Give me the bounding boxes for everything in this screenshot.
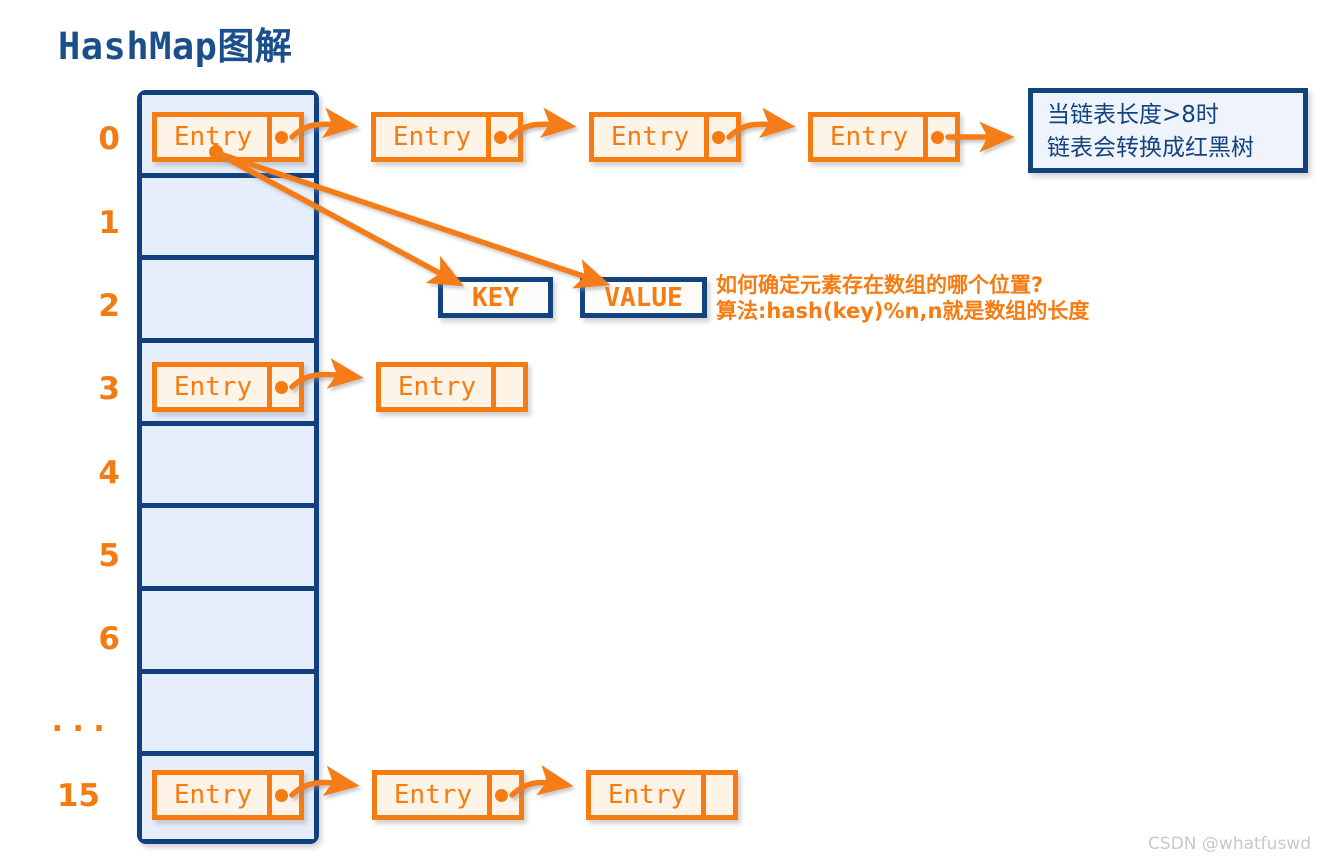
bucket-row-6[interactable] xyxy=(142,591,314,674)
bucket-row-4[interactable] xyxy=(142,425,314,509)
entry-label: Entry xyxy=(173,780,253,810)
bucket-row-5[interactable] xyxy=(142,508,314,591)
row-index-2: 2 xyxy=(98,288,120,324)
entry-pointer-cell xyxy=(923,117,955,157)
entry-pointer-cell xyxy=(486,117,518,157)
entry-box-row15-1[interactable]: Entry xyxy=(372,770,524,820)
entry-label: Entry xyxy=(610,122,690,152)
entry-label: Entry xyxy=(393,780,473,810)
entry-pointer-cell xyxy=(701,775,733,815)
row-index-3: 3 xyxy=(98,371,120,407)
entry-box-row15-0[interactable]: Entry xyxy=(152,770,304,820)
row-index-6: 6 xyxy=(98,621,120,657)
entry-pointer-cell xyxy=(491,367,523,407)
entry-label: Entry xyxy=(607,780,687,810)
entry-box-row0-1[interactable]: Entry xyxy=(371,112,523,162)
entry-box-row0-3[interactable]: Entry xyxy=(808,112,960,162)
entry-pointer-cell xyxy=(267,775,299,815)
row-index-15: 15 xyxy=(56,778,100,814)
watermark: CSDN @whatfuswd xyxy=(1148,834,1311,854)
entry-box-row0-0[interactable]: Entry xyxy=(152,112,304,162)
entry-label: Entry xyxy=(829,122,909,152)
key-box: KEY xyxy=(438,277,553,318)
entry-pointer-cell xyxy=(267,117,299,157)
hash-algorithm-note: 如何确定元素存在数组的哪个位置? 算法:hash(key)%n,n就是数组的长度 xyxy=(716,272,1089,325)
entry-label: Entry xyxy=(173,122,253,152)
entry-label: Entry xyxy=(173,372,253,402)
entry-label: Entry xyxy=(392,122,472,152)
entry-box-row3-1[interactable]: Entry xyxy=(376,362,528,412)
entry-box-row0-2[interactable]: Entry xyxy=(589,112,741,162)
red-black-tree-note: 当链表长度>8时 链表会转换成红黑树 xyxy=(1028,88,1308,173)
bucket-row-ellipsis[interactable] xyxy=(142,673,314,757)
note-line-1: 当链表长度>8时 xyxy=(1047,102,1219,128)
bucket-row-2[interactable] xyxy=(142,260,314,343)
hash-note-line-1: 如何确定元素存在数组的哪个位置? xyxy=(716,273,1044,297)
entry-pointer-cell xyxy=(487,775,519,815)
entry-box-row15-2[interactable]: Entry xyxy=(586,770,738,820)
row-index-4: 4 xyxy=(98,455,120,491)
page-title: HashMap图解 xyxy=(58,25,293,68)
hash-note-line-2: 算法:hash(key)%n,n就是数组的长度 xyxy=(716,299,1090,323)
entry-label: Entry xyxy=(397,372,477,402)
bucket-array-table xyxy=(137,90,319,844)
note-line-2: 链表会转换成红黑树 xyxy=(1047,135,1254,161)
row-index-ellipsis: ... xyxy=(47,700,110,739)
row-index-0: 0 xyxy=(98,121,120,157)
row-index-1: 1 xyxy=(98,205,120,241)
entry-pointer-cell xyxy=(704,117,736,157)
entry-box-row3-0[interactable]: Entry xyxy=(152,362,304,412)
entry-pointer-cell xyxy=(267,367,299,407)
row-index-5: 5 xyxy=(98,538,120,574)
bucket-row-1[interactable] xyxy=(142,177,314,261)
value-box: VALUE xyxy=(580,277,707,318)
